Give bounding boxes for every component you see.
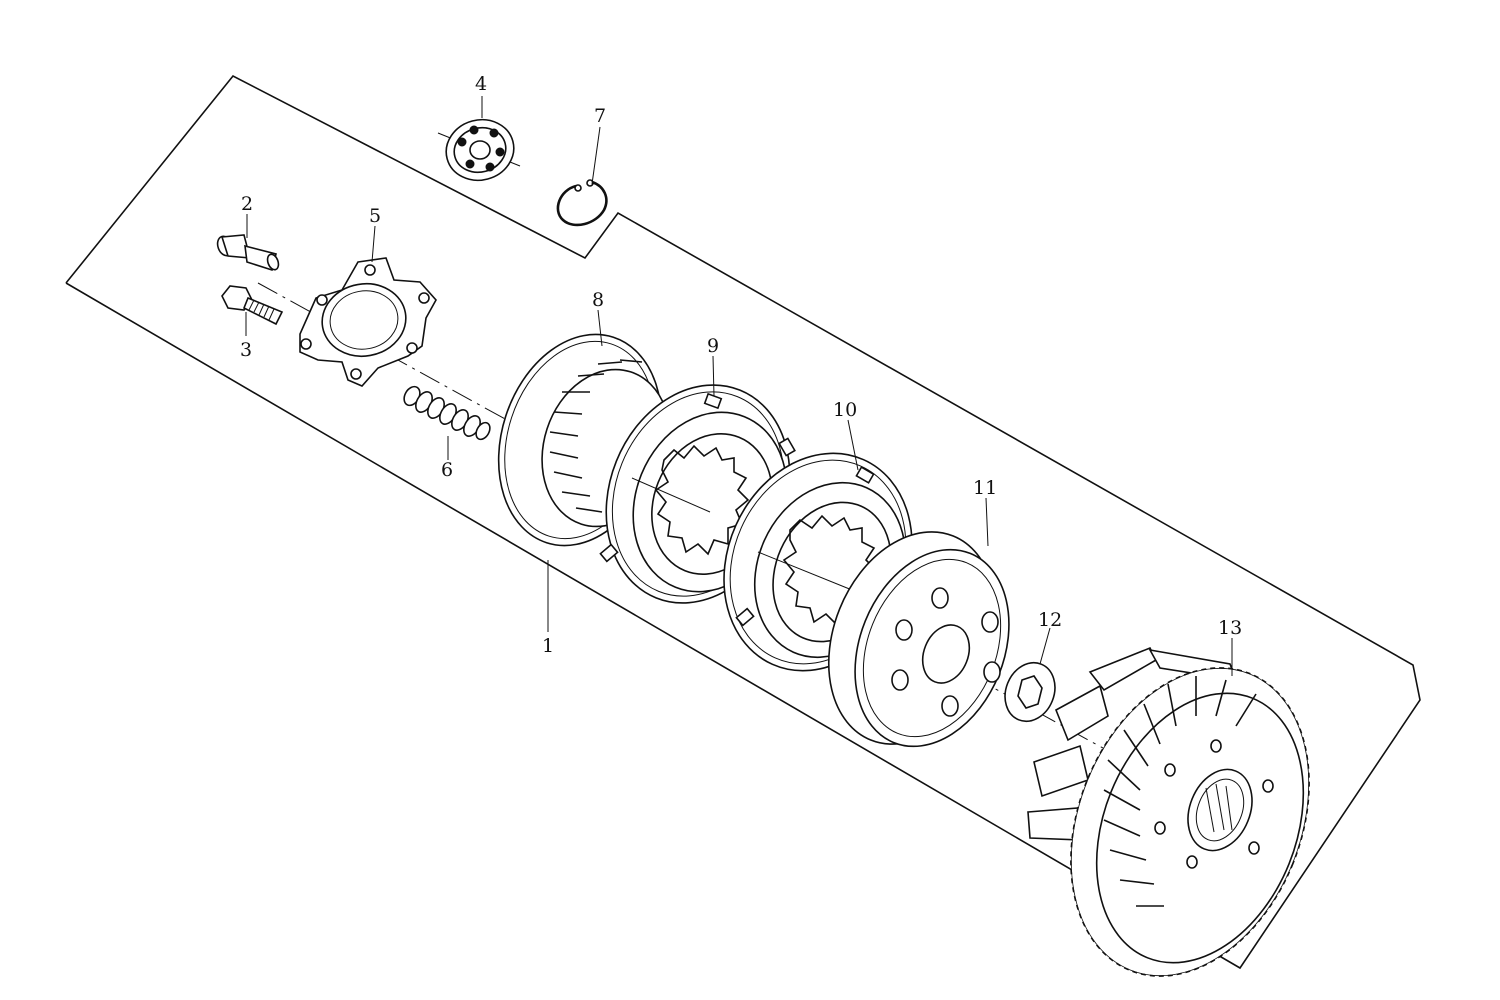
lifter-plate-icon: [299, 257, 437, 387]
circlip-icon: [556, 179, 608, 227]
callout-11: 11: [973, 477, 997, 499]
callout-13: 13: [1218, 617, 1242, 639]
clutch-outer-icon: [1027, 646, 1310, 977]
callout-2: 2: [241, 193, 253, 215]
bolt-icon: [221, 285, 284, 326]
callout-3: 3: [240, 339, 252, 361]
callout-1: 1: [542, 635, 554, 657]
clutch-center-icon: [827, 531, 1010, 748]
assembly-outline: [65, 74, 1421, 970]
washer-icon: [1004, 661, 1056, 723]
ball-bearing-icon: [437, 118, 521, 182]
callout-labels: 1 2 3 4 5 6 7 8 9 10 11 12 13: [240, 73, 1242, 657]
callout-10: 10: [833, 399, 857, 421]
pin-bolt-icon: [216, 234, 280, 272]
callout-5: 5: [369, 205, 381, 227]
callout-4: 4: [475, 73, 487, 95]
callout-6: 6: [441, 459, 453, 481]
callout-9: 9: [707, 335, 719, 357]
callout-7: 7: [594, 105, 606, 127]
pressure-plate-splines: [549, 359, 643, 513]
leader-lines: [245, 96, 1233, 676]
clutch-outer-teeth: [1103, 676, 1257, 907]
callout-8: 8: [592, 289, 604, 311]
callout-12: 12: [1038, 609, 1062, 631]
coil-spring-icon: [403, 385, 491, 441]
